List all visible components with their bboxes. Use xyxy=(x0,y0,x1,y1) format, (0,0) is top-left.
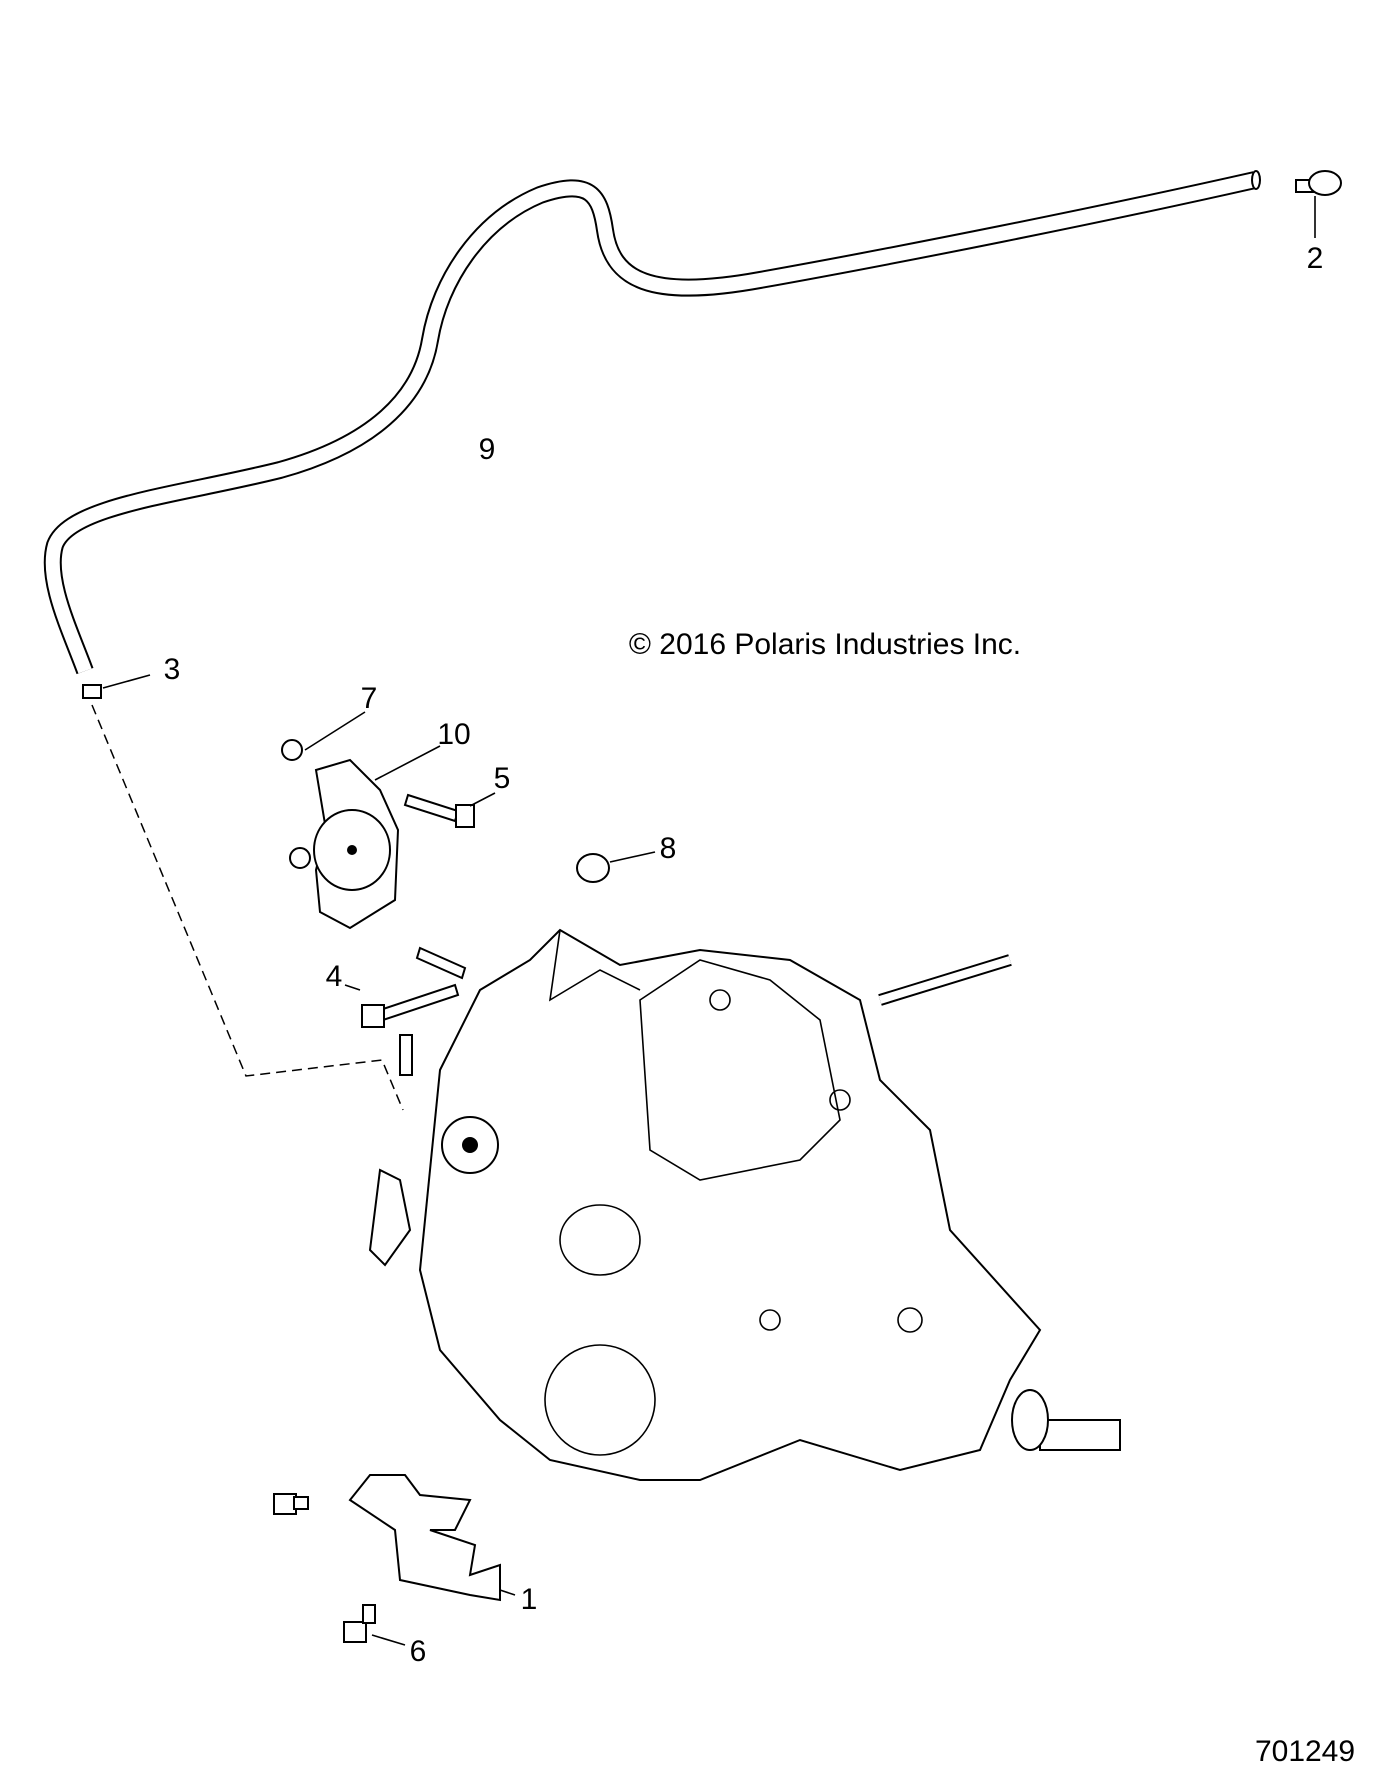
bolt-4-icon xyxy=(344,946,467,1028)
vent-hose xyxy=(43,170,1261,675)
callout-1: 1 xyxy=(520,1583,538,1616)
bracket-icon xyxy=(348,1474,516,1602)
fitting-icon xyxy=(1295,170,1342,238)
callout-6: 6 xyxy=(409,1635,427,1668)
callout-7: 7 xyxy=(360,682,378,715)
clamp-icon xyxy=(82,684,102,699)
figure-number: 701249 xyxy=(1254,1735,1356,1768)
sensor-icon xyxy=(281,711,441,930)
transmission-icon xyxy=(368,928,1121,1481)
bolt-6-icon xyxy=(273,1493,406,1646)
callout-10: 10 xyxy=(437,718,471,751)
bolt-5-icon xyxy=(403,792,496,828)
callout-8: 8 xyxy=(659,832,677,865)
routing-line xyxy=(91,704,404,1111)
callout-4: 4 xyxy=(325,960,343,993)
grommet-8-icon xyxy=(576,851,656,883)
copyright-notice: © 2016 Polaris Industries Inc. xyxy=(628,628,1022,661)
callout-3: 3 xyxy=(163,653,181,686)
callout-5: 5 xyxy=(493,762,511,795)
callout-9: 9 xyxy=(478,433,496,466)
callout-2: 2 xyxy=(1306,242,1324,275)
